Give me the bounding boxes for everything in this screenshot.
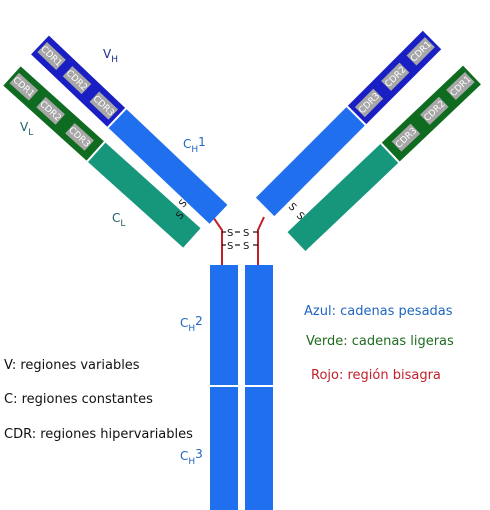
label-cl: CL [112, 211, 125, 229]
label-ch1: CH1 [183, 135, 206, 155]
hinge-s-2b: S [243, 241, 249, 252]
label-vh: VH [103, 47, 118, 65]
right-heavy-chain: CDR1 CDR2 CDR3 [255, 30, 442, 217]
right-light-chain: CDR1 CDR2 CDR3 [287, 65, 481, 252]
ch3-right [245, 387, 273, 510]
fc-region [210, 265, 273, 510]
left-light-chain: CDR1 CDR2 CDR3 [3, 66, 201, 248]
ch2-left [210, 265, 238, 385]
left-vh-cdr2 [62, 66, 92, 95]
right-cl-domain [287, 144, 399, 252]
left-cl-domain [88, 142, 201, 248]
hinge-s-1a: S [227, 228, 233, 239]
legend-hinge: Rojo: región bisagra [311, 368, 441, 383]
right-vl-cdr1 [446, 71, 475, 101]
left-vh-cdr3 [89, 91, 119, 120]
label-vl: VL [20, 120, 33, 138]
left-vl-cdr3 [65, 122, 94, 151]
hinge-left [212, 216, 223, 265]
right-vh-cdr2 [381, 62, 410, 91]
hinge-disulfide: S S S S [222, 228, 258, 252]
note-hypervariable-regions: CDR: regiones hipervariables [4, 427, 193, 442]
right-vh-cdr1 [406, 37, 435, 66]
label-ch2: CH2 [180, 314, 203, 334]
legend-heavy-chains: Azul: cadenas pesadas [304, 304, 453, 319]
ch2-right [245, 265, 273, 385]
left-heavy-chain: CDR1 CDR2 CDR3 [31, 35, 228, 224]
left-vh-cdr1 [37, 41, 66, 71]
hinge-right [257, 216, 265, 265]
left-vl-cdr1 [9, 72, 39, 101]
hinge-region [212, 216, 265, 265]
right-vh-cdr3 [354, 88, 384, 118]
legend-light-chains: Verde: cadenas ligeras [306, 334, 454, 349]
label-ch3: CH3 [180, 447, 203, 467]
left-vl-cdr2 [36, 96, 65, 125]
right-vl-cdr2 [420, 96, 449, 125]
hinge-s-1b: S [243, 228, 249, 239]
right-arm-s-1: S [286, 201, 298, 213]
left-ch1-domain [108, 109, 228, 224]
hinge-s-2a: S [227, 241, 233, 252]
note-variable-regions: V: regiones variables [4, 358, 140, 373]
note-constant-regions: C: regiones constantes [4, 392, 153, 407]
ch3-left [210, 387, 238, 510]
right-vl-cdr3 [391, 123, 421, 152]
right-ch1-domain [255, 107, 365, 217]
